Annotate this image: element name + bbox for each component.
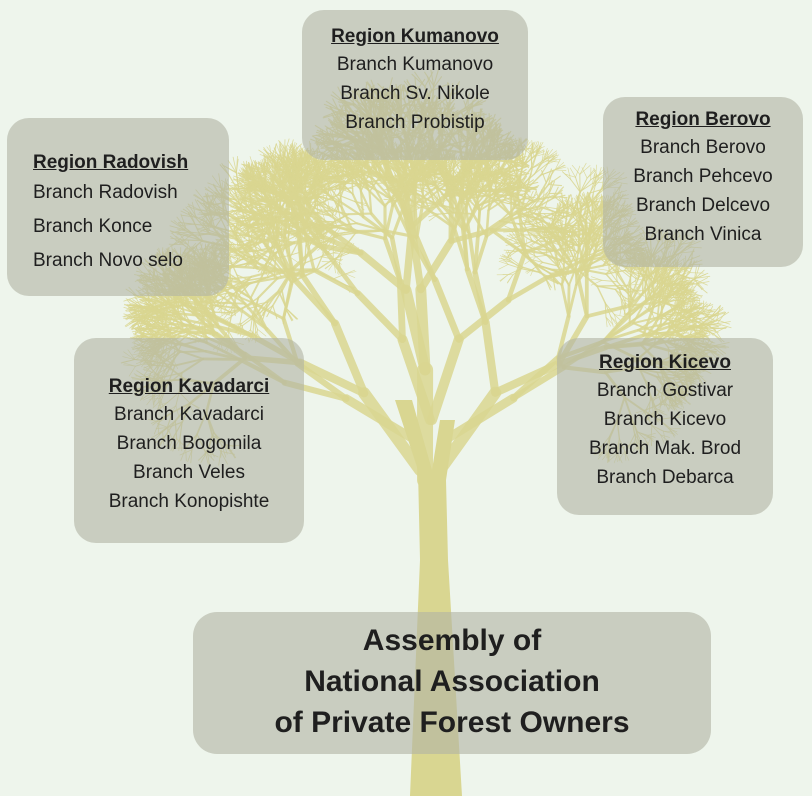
assembly-title-line: of Private Forest Owners: [274, 706, 630, 739]
assembly-title-line: Assembly of: [362, 624, 542, 657]
region-kicevo-box: Region Kicevo Branch Gostivar Branch Kic…: [557, 338, 773, 515]
branch-item: Branch Novo selo: [33, 250, 183, 271]
branch-item: Branch Kumanovo: [336, 54, 494, 75]
region-radovish-box: Region Radovish Branch Radovish Branch K…: [7, 118, 229, 296]
branch-item: Branch Delcevo: [635, 195, 771, 216]
assembly-title-line: National Association: [304, 665, 600, 698]
region-title: Region Kavadarci: [108, 376, 270, 397]
branch-item: Branch Kavadarci: [114, 404, 264, 425]
region-berovo-box: Region Berovo Branch Berovo Branch Pehce…: [603, 97, 803, 267]
branch-item: Branch Vinica: [644, 224, 762, 245]
branch-item: Branch Konce: [33, 216, 153, 237]
region-kavadarci-box: Region Kavadarci Branch Kavadarci Branch…: [74, 338, 304, 543]
branch-item: Branch Kicevo: [603, 409, 727, 430]
region-title: Region Radovish: [33, 152, 189, 173]
assembly-box: Assembly of National Association of Priv…: [193, 612, 711, 754]
branch-item: Branch Probistip: [345, 112, 485, 133]
branch-item: Branch Pehcevo: [633, 166, 773, 187]
branch-item: Branch Veles: [133, 462, 245, 483]
branch-item: Branch Radovish: [33, 182, 178, 203]
branch-item: Branch Konopishte: [108, 491, 270, 512]
branch-item: Branch Debarca: [596, 467, 734, 488]
region-title: Region Kumanovo: [331, 26, 499, 47]
branch-item: Branch Sv. Nikole: [340, 83, 490, 104]
region-title: Region Kicevo: [599, 352, 731, 373]
branch-item: Branch Berovo: [640, 137, 766, 158]
branch-item: Branch Gostivar: [596, 380, 734, 401]
branch-item: Branch Bogomila: [116, 433, 262, 454]
branch-item: Branch Mak. Brod: [588, 438, 742, 459]
region-title: Region Berovo: [635, 109, 771, 130]
region-kumanovo-box: Region Kumanovo Branch Kumanovo Branch S…: [302, 10, 528, 160]
